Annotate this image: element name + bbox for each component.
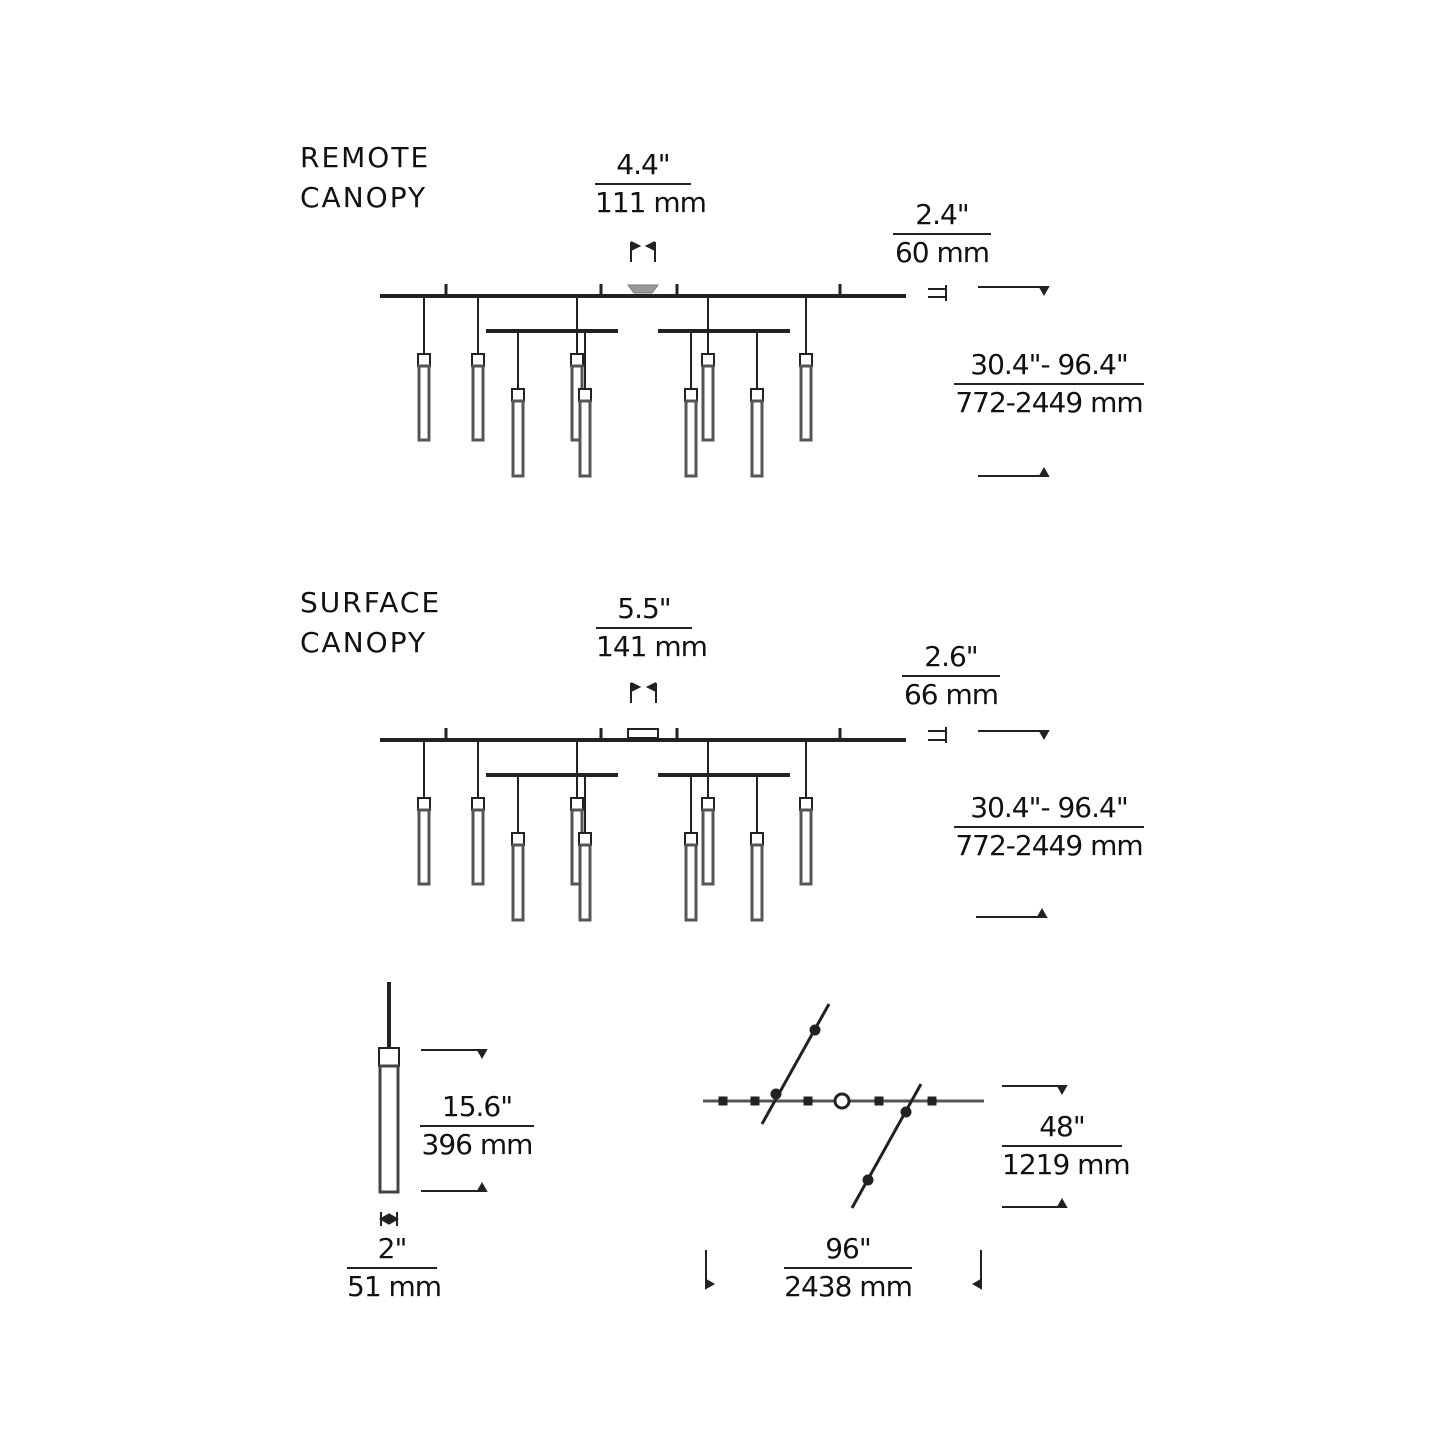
- dimension-mm: 111 mm: [595, 186, 707, 219]
- pendant-collar: [471, 797, 485, 811]
- surface-canopy: [627, 728, 659, 739]
- dimension-inches: 2.4": [915, 198, 969, 231]
- plan-dimension-markers: [705, 1085, 1068, 1290]
- dimension-divider: [420, 1125, 534, 1127]
- pendant-collar: [578, 388, 592, 402]
- pendant-collar: [578, 832, 592, 846]
- pendant-collar: [799, 353, 813, 367]
- pendant-collar: [570, 353, 584, 367]
- dimension-inches: 4.4": [616, 148, 670, 181]
- dimension-divider: [902, 675, 1000, 677]
- remote-canopy-heading: REMOTE CANOPY: [300, 138, 430, 218]
- remote-dimension-markers: [630, 241, 1050, 477]
- pendant-body: [701, 364, 715, 442]
- pendant-collar: [684, 388, 698, 402]
- pendant-collar: [417, 797, 431, 811]
- pendant-body: [701, 808, 715, 886]
- surface-dimension-markers: [630, 682, 1050, 918]
- dimension-inches: 15.6": [441, 1090, 513, 1123]
- dimension-inches: 96": [825, 1232, 872, 1265]
- dimension-mm: 66 mm: [903, 678, 999, 711]
- surface-canopy-fixture: [380, 728, 906, 922]
- dimension-divider: [596, 627, 692, 629]
- pendant-collar: [701, 353, 715, 367]
- pendant-detail: [378, 982, 488, 1226]
- pendant-collar: [750, 832, 764, 846]
- dimension-mm: 772-2449 mm: [955, 386, 1143, 419]
- dimension-divider: [347, 1267, 437, 1269]
- pendant-body: [684, 399, 698, 478]
- remote-drop-label: 30.4"- 96.4" 772-2449 mm: [954, 350, 1144, 418]
- dimension-divider: [954, 383, 1144, 385]
- pendant-body: [471, 364, 485, 442]
- dimension-inches: 48": [1039, 1110, 1086, 1143]
- pendant-body: [799, 808, 813, 886]
- dimension-mm: 141 mm: [596, 630, 708, 663]
- plan-depth-label: 48" 1219 mm: [1002, 1110, 1131, 1181]
- pendant-length-label: 15.6" 396 mm: [420, 1092, 534, 1160]
- dimension-inches: 2": [377, 1232, 408, 1265]
- dimension-divider: [1002, 1145, 1122, 1147]
- dimension-divider: [595, 183, 691, 185]
- dimension-divider: [893, 233, 991, 235]
- pendant-body: [750, 843, 764, 922]
- pendant-collar: [417, 353, 431, 367]
- remote-canopy: [627, 284, 659, 294]
- pendant-width-label: 2" 51 mm: [347, 1232, 442, 1303]
- surface-canopy-height-label: 2.6" 66 mm: [902, 642, 1000, 710]
- dimension-inches: 30.4"- 96.4": [970, 348, 1128, 381]
- pendant-collar: [511, 388, 525, 402]
- heading-line: CANOPY: [300, 626, 428, 659]
- pendant-body: [471, 808, 485, 886]
- surface-canopy-width-label: 5.5" 141 mm: [596, 592, 708, 663]
- dimension-mm: 396 mm: [421, 1128, 534, 1161]
- plan-length-label: 96" 2438 mm: [784, 1232, 913, 1303]
- pendant-collar: [471, 353, 485, 367]
- pendant-body: [417, 808, 431, 886]
- dimension-mm: 60 mm: [894, 236, 990, 269]
- plan-view: [703, 1003, 984, 1209]
- surface-canopy-heading: SURFACE CANOPY: [300, 583, 441, 663]
- dimension-mm: 772-2449 mm: [955, 829, 1143, 862]
- dimension-divider: [784, 1267, 912, 1269]
- pendant-body: [511, 399, 525, 478]
- pendant-body: [578, 399, 592, 478]
- surface-drop-label: 30.4"- 96.4" 772-2449 mm: [954, 793, 1144, 861]
- remote-canopy-fixture: [380, 284, 906, 478]
- pendant-collar: [570, 797, 584, 811]
- dimension-mm: 51 mm: [347, 1270, 442, 1303]
- dimension-divider: [954, 826, 1144, 828]
- pendant-body: [799, 364, 813, 442]
- dimension-inches: 2.6": [924, 640, 978, 673]
- pendant-body: [750, 399, 764, 478]
- dimension-mm: 2438 mm: [784, 1270, 913, 1303]
- pendant-collar: [750, 388, 764, 402]
- pendant-body: [511, 843, 525, 922]
- pendant-body: [417, 364, 431, 442]
- pendant-collar: [701, 797, 715, 811]
- heading-line: REMOTE: [300, 141, 431, 174]
- remote-canopy-height-label: 2.4" 60 mm: [893, 200, 991, 268]
- heading-line: SURFACE: [300, 586, 442, 619]
- heading-line: CANOPY: [300, 181, 428, 214]
- remote-canopy-width-label: 4.4" 111 mm: [595, 148, 707, 219]
- dimension-inches: 5.5": [617, 592, 671, 625]
- pendant-collar: [511, 832, 525, 846]
- pendant-collar: [799, 797, 813, 811]
- pendant-body: [684, 843, 698, 922]
- pendant-body: [578, 843, 592, 922]
- dimension-mm: 1219 mm: [1002, 1148, 1131, 1181]
- dimension-inches: 30.4"- 96.4": [970, 791, 1128, 824]
- pendant-collar: [684, 832, 698, 846]
